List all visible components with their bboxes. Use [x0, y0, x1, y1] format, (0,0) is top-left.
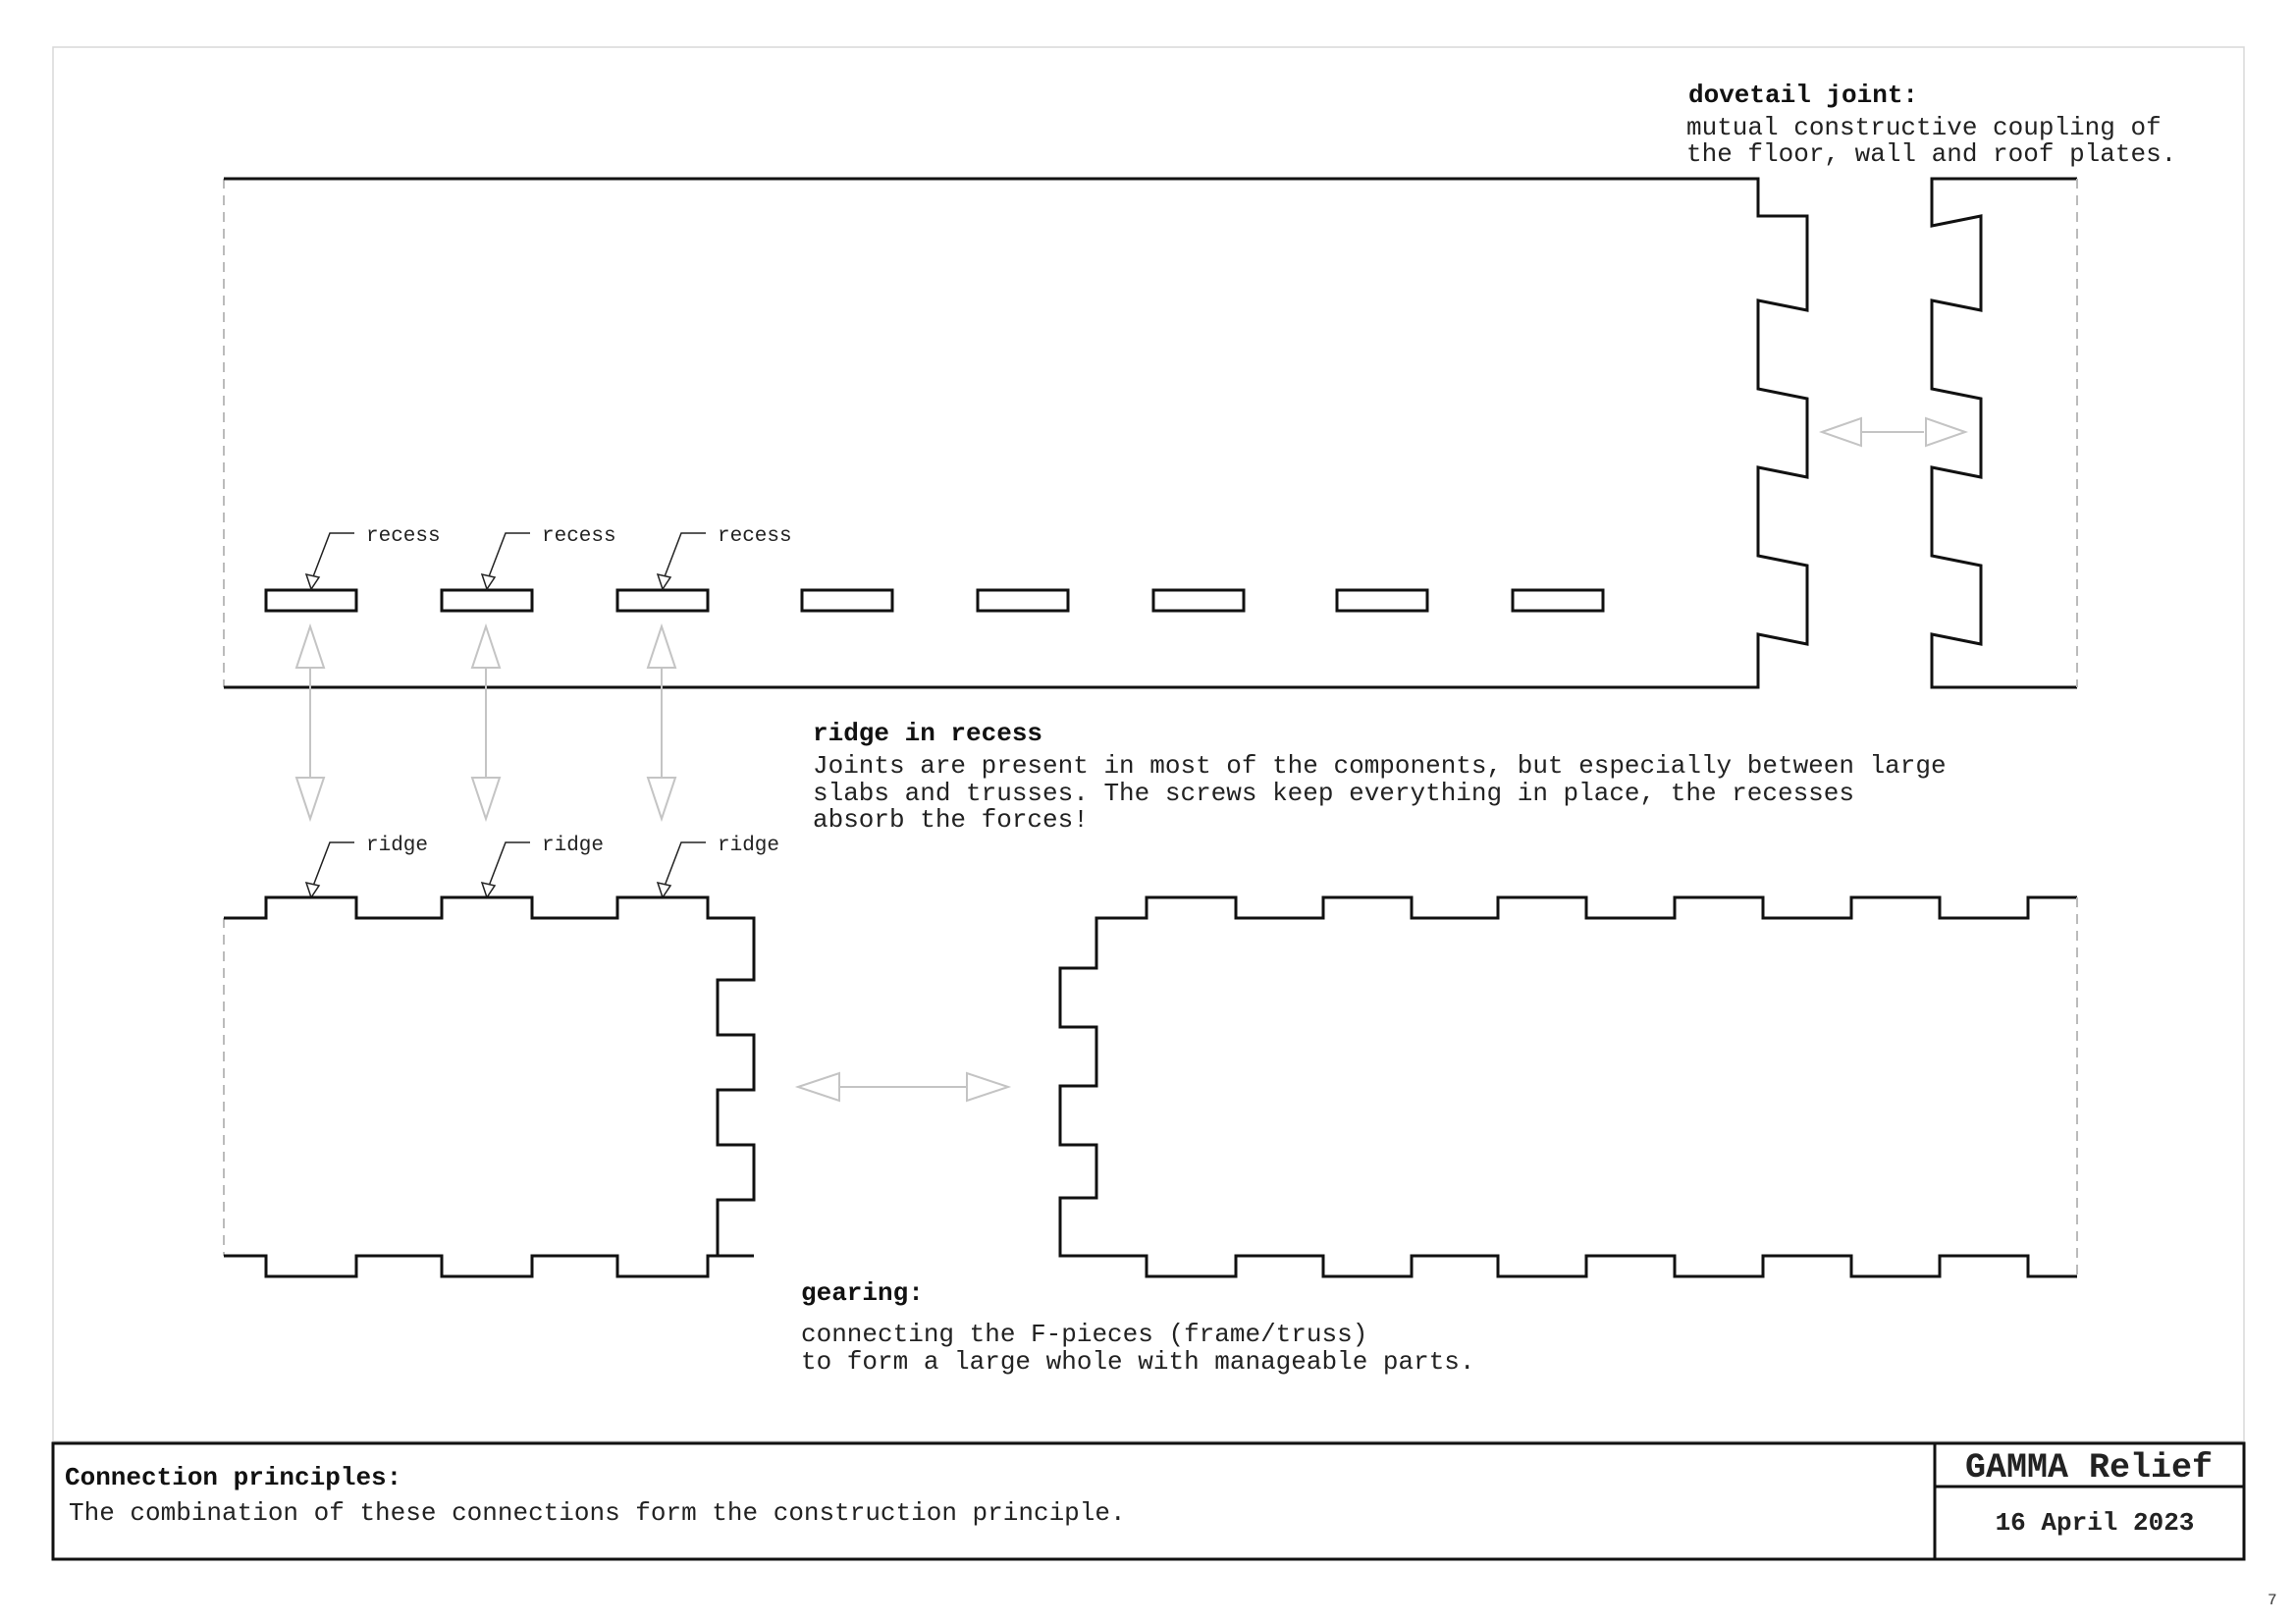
ridge-callouts: ridge ridge ridge	[304, 835, 779, 899]
drawing-date: 16 April 2023	[1996, 1508, 2195, 1538]
ridge-label: ridge	[718, 835, 779, 857]
gearing-annotation: gearing: connecting the F-pieces (frame/…	[801, 1278, 1475, 1377]
recess-slot	[440, 588, 534, 613]
recess-callout: recess	[480, 525, 616, 591]
recess-label: recess	[542, 525, 616, 548]
dovetail-mating-plate	[1930, 177, 2078, 689]
title-block-frame	[51, 1441, 2246, 1561]
dovetail-heading: dovetail joint:	[1688, 81, 1918, 110]
ridge-heading: ridge in recess	[813, 719, 1042, 748]
recess-slot	[1151, 588, 1246, 613]
recess-slot	[800, 588, 894, 613]
recess-row	[264, 588, 1605, 613]
dovetail-mating-outline	[1930, 177, 2077, 689]
recess-slot	[1511, 588, 1605, 613]
ridge-line: absorb the forces!	[813, 805, 1089, 835]
top-plate-outline	[224, 177, 1809, 689]
ridge-callout: ridge	[304, 835, 428, 899]
bottom-left-plate	[223, 895, 756, 1278]
gearing-line: to form a large whole with manageable pa…	[801, 1347, 1475, 1377]
recess-callout: recess	[656, 525, 792, 591]
page-number: 7	[2268, 1592, 2277, 1609]
bottom-right-outline	[1058, 895, 2077, 1278]
bottom-right-plate	[1058, 895, 2078, 1278]
gearing-heading: gearing:	[801, 1278, 924, 1308]
gearing-line: connecting the F-pieces (frame/truss)	[801, 1320, 1367, 1349]
title-block: Connection principles: The combination o…	[51, 1441, 2246, 1561]
ridge-label: ridge	[542, 835, 604, 857]
ridge-annotation: ridge in recess Joints are present in mo…	[813, 719, 1947, 835]
recess-slot	[1335, 588, 1429, 613]
recess-slot	[976, 588, 1070, 613]
top-plate	[223, 177, 1809, 689]
recess-callout: recess	[304, 525, 441, 591]
recess-slot	[264, 588, 358, 613]
ridge-callout: ridge	[656, 835, 779, 899]
ridge-line: Joints are present in most of the compon…	[813, 751, 1947, 781]
bottom-left-outline	[224, 895, 756, 1278]
vertical-double-arrow	[646, 623, 677, 823]
ridge-recess-arrows	[294, 623, 677, 823]
recess-label: recess	[718, 525, 792, 548]
recess-label: recess	[366, 525, 441, 548]
vertical-double-arrow	[470, 623, 502, 823]
dovetail-line: the floor, wall and roof plates.	[1686, 139, 2176, 169]
ridge-line: slabs and trusses. The screws keep every…	[813, 779, 1854, 808]
title-block-heading: Connection principles:	[65, 1463, 401, 1492]
project-title: GAMMA Relief	[1965, 1448, 2213, 1488]
title-block-description: The combination of these connections for…	[69, 1498, 1126, 1528]
dovetail-line: mutual constructive coupling of	[1686, 113, 2162, 142]
gearing-arrow	[794, 1071, 1012, 1103]
ridge-callout: ridge	[480, 835, 604, 899]
dovetail-arrow	[1818, 416, 1969, 448]
sheet-frame	[52, 46, 2245, 1442]
recess-callouts: recess recess recess	[304, 525, 792, 591]
ridge-label: ridge	[366, 835, 428, 857]
dovetail-annotation: dovetail joint: mutual constructive coup…	[1686, 81, 2176, 169]
vertical-double-arrow	[294, 623, 326, 823]
recess-slot	[615, 588, 710, 613]
